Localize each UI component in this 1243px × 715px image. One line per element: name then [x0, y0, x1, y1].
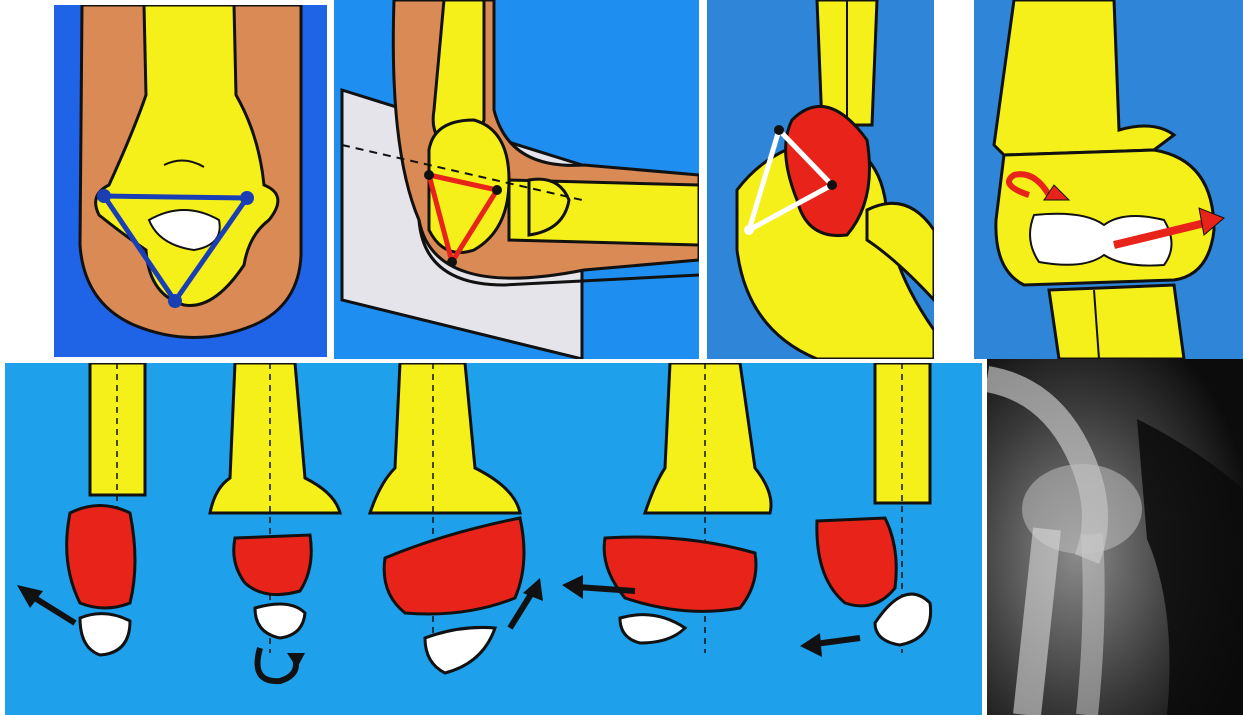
panel-fracture-rotation	[974, 0, 1243, 359]
panel-lateral-plane	[334, 0, 699, 359]
lateral-plane-illustration	[334, 0, 699, 359]
posterior-triangle-illustration	[54, 5, 327, 357]
step4-arrow-icon	[577, 587, 635, 591]
panel-radiograph	[987, 359, 1243, 715]
panel-flexed-elbow	[707, 0, 934, 359]
flexed-elbow-illustration	[707, 0, 934, 359]
displacement-series-illustration	[5, 363, 982, 715]
panel-displacement-series	[5, 363, 982, 715]
panel-posterior-triangle	[54, 5, 327, 357]
elbow-radiograph	[987, 359, 1243, 715]
fracture-rotation-illustration	[974, 0, 1243, 359]
